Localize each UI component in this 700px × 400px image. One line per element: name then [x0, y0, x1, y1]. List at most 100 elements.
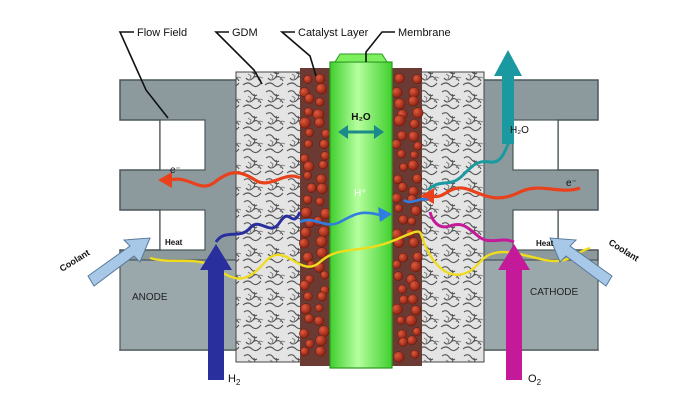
catalyst-particle [394, 73, 405, 84]
catalyst-particle [303, 291, 313, 301]
catalyst-particle [412, 107, 424, 119]
catalyst-particle [316, 173, 327, 185]
membrane-label: Membrane [398, 27, 451, 39]
heat-label-left: Heat [165, 238, 183, 247]
catalyst-particle [409, 280, 421, 292]
catalyst-particle [413, 141, 423, 151]
catalyst-particle [304, 128, 314, 138]
coolant-arrow-right [549, 237, 613, 287]
electron-label-left: e⁻ [170, 165, 181, 176]
catalyst-particle [398, 252, 408, 263]
catalyst-particle [315, 83, 327, 95]
catalyst-particle [314, 73, 326, 84]
water-out-label: H₂O [510, 125, 529, 136]
catalyst-particle [315, 235, 328, 248]
coolant-label-right: Coolant [607, 237, 641, 263]
heat-label-right: Heat [536, 239, 554, 248]
catalyst-particle [298, 238, 310, 249]
flow-field-label: Flow Field [137, 27, 187, 39]
catalyst-particle [405, 314, 417, 327]
gdm-label: GDM [232, 27, 258, 39]
oxygen-label: O2 [528, 373, 542, 387]
catalyst-particle [412, 74, 423, 85]
label-leaders [118, 31, 395, 119]
water-flow [426, 50, 522, 192]
catalyst-particle [300, 346, 310, 356]
catalyst-particle [412, 327, 422, 336]
catalyst-particle [318, 225, 330, 238]
catalyst-particle [314, 303, 324, 313]
electron-label-right: e⁻ [566, 178, 577, 189]
catalyst-particle [409, 150, 419, 160]
catalyst-particle [396, 149, 406, 159]
catalyst-particle [410, 349, 420, 359]
membrane-water-arrow [338, 125, 384, 139]
anode-channel-top [159, 119, 206, 171]
catalyst-particle [305, 339, 315, 349]
catalyst-particle [398, 337, 408, 347]
catalyst-particle [394, 203, 403, 213]
catalyst-particle [391, 139, 402, 150]
catalyst-particle [306, 182, 317, 193]
catalyst-particle [300, 227, 312, 238]
oxygen-flow [428, 211, 530, 380]
membrane-top [334, 53, 388, 63]
catalyst-particle [391, 87, 403, 98]
catalyst-particle [407, 216, 417, 226]
catalyst-particle [391, 192, 402, 204]
catalyst-particle [315, 334, 327, 347]
catalyst-particle [407, 95, 419, 107]
cathode-label: CATHODE [530, 287, 578, 298]
catalyst-particle [407, 294, 418, 305]
catalyst-particle [302, 194, 313, 205]
catalyst-particle [313, 315, 324, 326]
proton-label: H⁺ [354, 188, 367, 199]
coolant-label-left: Coolant [58, 247, 92, 273]
catalyst-layer-label: Catalyst Layer [298, 27, 369, 39]
catalyst-particle [408, 130, 420, 142]
catalyst-particle [317, 291, 327, 302]
proton-flow [299, 197, 429, 226]
catalyst-particle [320, 151, 330, 161]
anode-channel-bottom [159, 209, 206, 251]
catalyst-particle [302, 252, 313, 263]
catalyst-particle [394, 98, 406, 110]
catalyst-particle [393, 351, 405, 363]
catalyst-particle [321, 129, 331, 139]
catalyst-particle [393, 114, 406, 127]
cathode-gdm [417, 71, 485, 363]
catalyst-particle [300, 206, 312, 219]
catalyst-particle [320, 270, 329, 280]
catalyst-particle [393, 174, 403, 185]
catalyst-particle [303, 107, 314, 117]
cathode-flow-field [477, 79, 599, 351]
catalyst-particle [398, 214, 409, 225]
cathode-channel-top [512, 119, 559, 171]
catalyst-particle [316, 183, 328, 195]
catalyst-particle [410, 260, 422, 273]
catalyst-particle [303, 139, 313, 149]
coolant-arrow-left [87, 237, 151, 287]
catalyst-particle [412, 251, 423, 262]
hydrogen-label: H2 [228, 373, 241, 387]
catalyst-particle [315, 97, 325, 107]
catalyst-particle [303, 171, 312, 180]
catalyst-particle [304, 313, 314, 324]
catalyst-particle [392, 259, 402, 269]
catalyst-particle [393, 271, 403, 281]
catalyst-particle [407, 335, 417, 346]
catalyst-particle [303, 74, 313, 84]
catalyst-particle [410, 205, 422, 216]
electron-flow-left [158, 171, 301, 188]
catalyst-particle [303, 160, 315, 172]
catalyst-particle [316, 247, 328, 259]
catalyst-particle [318, 325, 330, 337]
electron-flow-right [420, 186, 581, 204]
cathode-channel-bottom [512, 209, 559, 251]
hydrogen-flow [200, 211, 302, 380]
catalyst-particle [315, 197, 325, 206]
catalyst-particle [407, 159, 419, 171]
catalyst-particle [410, 305, 421, 316]
catalyst-particle [398, 294, 409, 305]
